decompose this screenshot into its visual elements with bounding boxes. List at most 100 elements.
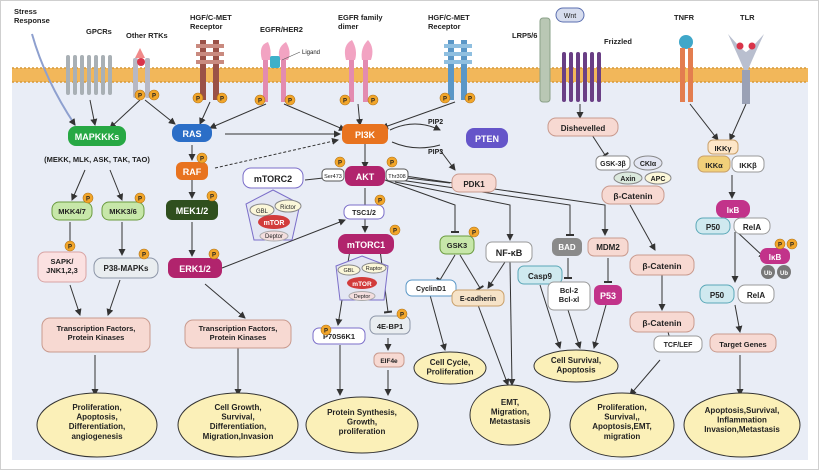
phospho-badge: P	[464, 92, 476, 104]
gpcr-receptor	[66, 55, 112, 95]
outcome-4	[413, 351, 487, 385]
p50-node-b	[699, 284, 735, 304]
svg-text:P: P	[86, 197, 90, 203]
gsk3b-label: GSK-3β	[600, 161, 626, 168]
p53-label: P53	[600, 291, 616, 301]
phospho-badge: P	[339, 94, 351, 106]
svg-text:P: P	[338, 161, 342, 167]
ub-label-1: Ub	[764, 271, 772, 277]
mtor2-label: mTOR	[352, 281, 372, 288]
phospho-badge: P	[216, 92, 228, 104]
svg-text:P: P	[790, 243, 794, 249]
ligand-label: Ligand	[302, 50, 320, 56]
phospho-badge: P	[786, 238, 798, 250]
sapk-jnk-node	[37, 251, 87, 283]
svg-text:P: P	[288, 99, 292, 105]
target-genes-node	[709, 333, 777, 353]
tlr-receptor	[728, 34, 764, 104]
tf-box-2	[184, 319, 292, 349]
casp9-label: Casp9	[528, 272, 553, 281]
ecadherin-label: E-cadherin	[460, 296, 496, 303]
pten-label: PTEN	[475, 134, 499, 144]
svg-text:P: P	[778, 243, 782, 249]
hgf-cmet-receptor-1	[196, 40, 224, 100]
bcatenin-label-1: β-Catenin	[613, 191, 652, 201]
deptor2-label: Deptor	[354, 294, 371, 300]
phospho-badge: P	[148, 89, 160, 101]
ras-node	[172, 124, 212, 142]
p38-node	[93, 257, 159, 279]
tf-label-1: Transcription Factors,Protein Kinases	[57, 324, 136, 342]
wnt-ligand	[555, 7, 585, 23]
svg-text:P: P	[443, 97, 447, 103]
outcome-5-label: EMT,Migration,Metastasis	[490, 398, 531, 426]
axin-node	[613, 171, 643, 185]
tlr-label: TLR	[740, 13, 755, 22]
svg-text:P: P	[324, 329, 328, 335]
ck1a-label: CKIα	[640, 161, 657, 168]
connectors	[66, 99, 766, 396]
lrp56-label: LRP5/6	[512, 31, 537, 40]
pdk1-label: PDK1	[463, 180, 485, 189]
outcome-2-label: Cell Growth,Survival,Differentiation,Mig…	[203, 403, 274, 441]
bcatenin-node-2	[629, 254, 695, 276]
ikkg-node	[707, 139, 739, 155]
bcl2-node	[547, 281, 591, 311]
stress-arrow	[31, 33, 76, 126]
p50-label-b: P50	[710, 291, 725, 300]
svg-text:P: P	[343, 99, 347, 105]
ikkb-label: IKKβ	[739, 161, 757, 170]
apc-label: APC	[651, 176, 666, 183]
phospho-badge: P	[774, 238, 786, 250]
outcome-1-label: Proliferation,Apoptosis,Differentiation,…	[69, 403, 125, 441]
outcome-6-label: Cell Survival,Apoptosis	[551, 356, 601, 375]
outcome-4-label: Cell Cycle,Proliferation	[426, 358, 473, 377]
mek12-label: MEK1/2	[176, 206, 209, 216]
ub-label-2: Ub	[780, 271, 788, 277]
ikka-node	[697, 155, 731, 173]
phospho-badge: P	[320, 324, 332, 336]
pdk1-node	[451, 173, 497, 193]
erk12-node	[168, 258, 222, 278]
p38-label: P38-MAPKs	[104, 264, 149, 273]
ikb-node-2	[760, 248, 790, 264]
eif4e-node	[373, 352, 405, 368]
gbl2-label: GBL	[343, 268, 354, 274]
bad-label: BAD	[558, 243, 576, 252]
outcome-8	[683, 392, 801, 458]
phospho-badge: P	[82, 192, 94, 204]
ras-label: RAS	[182, 129, 201, 139]
mapkkk-list-label: (MEKK, MLK, ASK, TAK, TAO)	[44, 155, 150, 164]
axin-label: Axin	[620, 176, 635, 183]
frizzled-receptor	[562, 52, 601, 102]
dishevelled-label: Dishevelled	[561, 124, 606, 133]
dishevelled-node	[547, 117, 619, 137]
pi3k-node	[342, 124, 388, 144]
svg-text:P: P	[393, 229, 397, 235]
ser473-label: Ser473	[324, 174, 342, 180]
phospho-badge: P	[396, 308, 408, 320]
cyclind1-node	[405, 279, 457, 297]
svg-text:P: P	[371, 99, 375, 105]
bcatenin-node-1	[601, 185, 665, 205]
egfr-her2-label: EGFR/HER2	[260, 25, 303, 34]
phospho-badge: P	[468, 226, 480, 238]
tnfr-receptor	[679, 35, 693, 102]
rictor-label: Rictor	[280, 205, 296, 211]
ikkg-label: IKKγ	[714, 144, 732, 153]
ikb-label: IκB	[727, 206, 740, 215]
phospho-badge: P	[254, 94, 266, 106]
sapk-jnk-label: SAPK/JNK1,2,3	[46, 257, 78, 275]
ikkb-node	[731, 155, 765, 173]
p70s6k1-label: P70S6K1	[323, 332, 355, 341]
svg-text:P: P	[258, 99, 262, 105]
ck1a-node	[633, 155, 663, 171]
phospho-badge: P	[138, 248, 150, 260]
mkk36-label: MKK3/6	[109, 207, 137, 216]
pi3k-label: PI3K	[355, 130, 376, 140]
